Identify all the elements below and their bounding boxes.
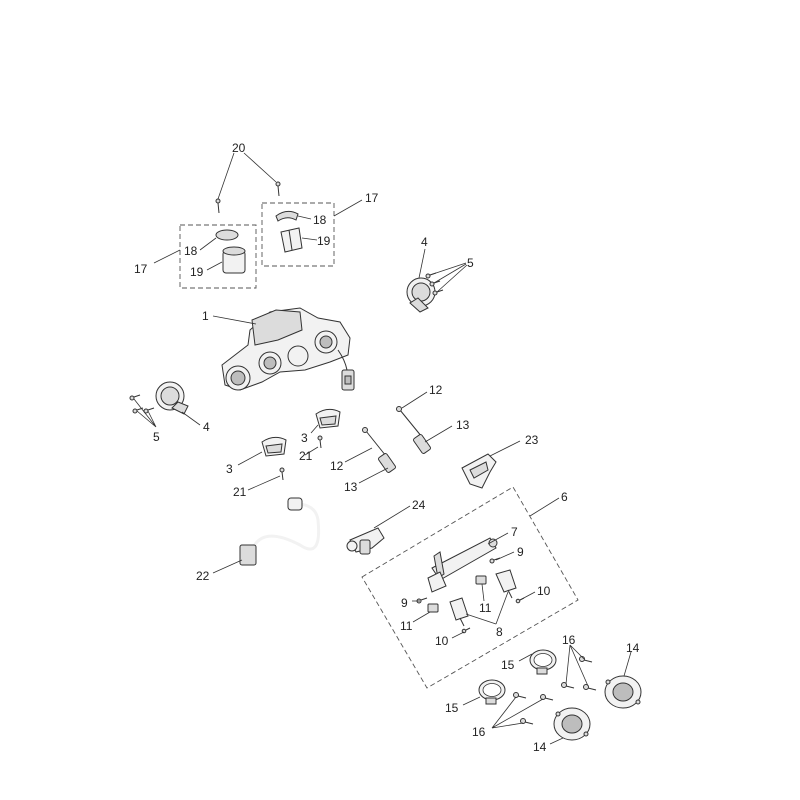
label-18-right: 18 (313, 213, 327, 227)
label-12-left: 12 (330, 459, 344, 473)
label-3-upper: 3 (301, 431, 308, 445)
label-21-lower: 21 (233, 485, 247, 499)
label-9-lower: 9 (401, 596, 408, 610)
screws-16-upper (561, 656, 597, 691)
clip-11-right (475, 575, 487, 585)
label-5-upper: 5 (467, 256, 474, 270)
label-3-lower: 3 (226, 462, 233, 476)
label-5-left: 5 (153, 430, 160, 444)
label-17-right: 17 (365, 191, 379, 205)
screw-21-upper (317, 435, 323, 449)
kit-box-17-left (179, 224, 257, 289)
label-24: 24 (412, 498, 426, 512)
adaptor-14-lower (553, 707, 591, 741)
label-6: 6 (561, 490, 568, 504)
label-15-lower: 15 (445, 701, 459, 715)
throttle-sensor-4-upper (406, 277, 436, 313)
leader-lines (133, 152, 632, 745)
label-13-left: 13 (344, 480, 358, 494)
label-1: 1 (202, 309, 209, 323)
clamp-15-upper (529, 649, 557, 675)
sensor-12-13-left (362, 427, 396, 473)
fuel-hose-22 (239, 497, 321, 566)
label-19-right: 19 (317, 234, 331, 248)
label-4-left: 4 (203, 420, 210, 434)
clip-20-left (215, 198, 221, 214)
label-14-lower: 14 (533, 740, 547, 754)
seal-18-right (275, 210, 299, 222)
label-18-left: 18 (184, 244, 198, 258)
sleeve-19-right (280, 227, 303, 253)
label-21-upper: 21 (299, 449, 313, 463)
clamp-15-lower (478, 679, 506, 705)
label-7: 7 (511, 525, 518, 539)
connector-24 (346, 527, 385, 555)
fuel-rail-7 (427, 537, 498, 593)
label-10-right: 10 (537, 584, 551, 598)
bracket-23 (461, 453, 497, 489)
label-16-upper: 16 (562, 633, 576, 647)
clip-20-right (275, 181, 281, 197)
label-9-upper: 9 (517, 545, 524, 559)
injector-kit-box-6 (361, 486, 579, 689)
screw-21-lower (279, 467, 285, 481)
label-20: 20 (232, 141, 246, 155)
label-15-upper: 15 (501, 658, 515, 672)
o-ring-9-lower (416, 597, 428, 604)
throttle-sensor-4-left (155, 381, 189, 415)
seal-10-left (461, 627, 471, 634)
label-11-right: 11 (479, 601, 492, 615)
label-22: 22 (196, 569, 210, 583)
screws-16-lower (513, 692, 554, 725)
label-23: 23 (525, 433, 539, 447)
label-8: 8 (496, 625, 503, 639)
bracket-3-lower (261, 436, 287, 457)
kit-box-17-right (261, 202, 335, 267)
label-17-left: 17 (134, 262, 148, 276)
label-13-right: 13 (456, 418, 470, 432)
adaptor-14-upper (604, 675, 642, 709)
label-4-upper: 4 (421, 235, 428, 249)
label-14-upper: 14 (626, 641, 640, 655)
throttle-body-1 (221, 307, 355, 391)
injector-8-right (495, 569, 517, 599)
clip-11-left (427, 603, 439, 613)
screws-5-left (129, 394, 155, 414)
label-16-lower: 16 (472, 725, 486, 739)
callout-labels: 20 17 18 19 17 18 19 4 5 1 5 4 3 3 21 21… (134, 141, 640, 754)
seal-18-left (215, 229, 239, 241)
injector-8-left (449, 597, 469, 627)
label-11-left: 11 (400, 619, 413, 633)
bracket-3-upper (315, 408, 341, 429)
label-10-left: 10 (435, 634, 449, 648)
label-12-right: 12 (429, 383, 443, 397)
sensor-12-13-right (396, 406, 431, 454)
label-19-left: 19 (190, 265, 204, 279)
sleeve-19-left (222, 246, 246, 274)
